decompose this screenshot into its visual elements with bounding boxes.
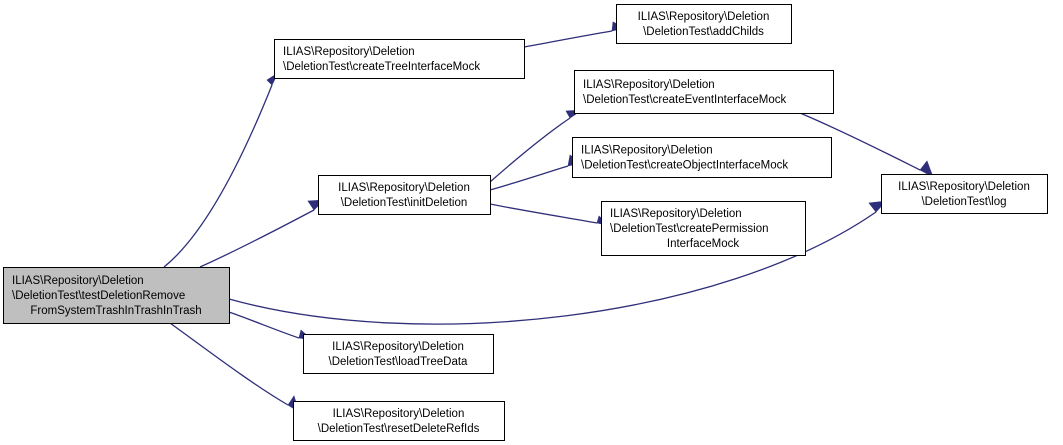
node-label-line: \DeletionTest\createEventInterfaceMock <box>583 94 787 106</box>
edge-initDeletion-to-createObjectInterfaceMock <box>489 154 582 191</box>
node-box[interactable] <box>293 401 505 441</box>
node-label-line: ILIAS\Repository\Deletion <box>898 181 1030 193</box>
node-box[interactable] <box>318 175 491 215</box>
edge-line <box>228 311 300 339</box>
node-label-line: \DeletionTest\initDeletion <box>341 197 468 209</box>
node-box[interactable] <box>303 334 494 374</box>
graph-node-root[interactable]: ILIAS\Repository\Deletion \DeletionTest\t… <box>3 267 230 324</box>
node-label-line: ILIAS\Repository\Deletion <box>583 79 715 91</box>
edge-root-to-initDeletion <box>199 199 325 268</box>
node-box[interactable] <box>616 4 792 44</box>
node-label-line: \DeletionTest\addChilds <box>643 26 764 38</box>
node-box[interactable] <box>274 39 525 79</box>
edge-initDeletion-to-createPermissionInterfaceMock <box>489 203 612 227</box>
graph-node-loadTreeData[interactable]: ILIAS\Repository\Deletion \DeletionTest\l… <box>303 334 494 374</box>
node-label-line: ILIAS\Repository\Deletion <box>610 208 742 220</box>
graph-node-createEventInterfaceMock[interactable]: ILIAS\Repository\Deletion \DeletionTest\c… <box>574 70 834 114</box>
graph-node-resetDeleteRefIds[interactable]: ILIAS\Repository\Deletion \DeletionTest\r… <box>293 401 505 441</box>
node-label-line: \DeletionTest\log <box>921 196 1006 208</box>
node-label-line: \DeletionTest\createTreeInterfaceMock <box>283 61 480 73</box>
edge-line <box>163 84 273 268</box>
node-label-line: \DeletionTest\testDeletionRemove <box>12 290 185 302</box>
node-label-line: ILIAS\Repository\Deletion <box>12 275 144 287</box>
node-label-line: ILIAS\Repository\Deletion <box>283 46 415 58</box>
node-box[interactable] <box>881 174 1048 214</box>
node-label-line: ILIAS\Repository\Deletion <box>581 145 713 157</box>
graph-node-addChilds[interactable]: ILIAS\Repository\Deletion \DeletionTest\a… <box>616 4 792 44</box>
node-label-line: \DeletionTest\createPermission <box>610 223 769 235</box>
nodes-layer: ILIAS\Repository\Deletion \DeletionTest\t… <box>3 4 1048 441</box>
node-box[interactable] <box>574 70 834 114</box>
node-label-line: \DeletionTest\loadTreeData <box>329 356 469 368</box>
node-label-line: ILIAS\Repository\Deletion <box>638 11 770 23</box>
edge-root-to-resetDeleteRefIds <box>169 322 300 413</box>
edge-createTreeInterfaceMock-to-addChilds <box>523 21 626 48</box>
node-label-line: \DeletionTest\createObjectInterfaceMock <box>581 160 788 172</box>
edge-line <box>523 30 613 48</box>
edge-root-to-loadTreeData <box>228 311 313 341</box>
node-label-line: ILIAS\Repository\Deletion <box>332 341 464 353</box>
edge-line <box>489 117 571 183</box>
edge-line <box>489 203 598 224</box>
graph-node-log[interactable]: ILIAS\Repository\Deletion \DeletionTest\l… <box>881 174 1048 214</box>
node-label-line: InterfaceMock <box>667 238 739 250</box>
graph-node-createObjectInterfaceMock[interactable]: ILIAS\Repository\Deletion \DeletionTest\c… <box>572 137 832 178</box>
graph-node-initDeletion[interactable]: ILIAS\Repository\Deletion \DeletionTest\i… <box>318 175 491 215</box>
edge-line <box>169 322 289 406</box>
arrowhead-icon <box>919 160 934 178</box>
node-label-line: \DeletionTest\resetDeleteRefIds <box>318 423 480 435</box>
edge-createEventInterfaceMock-to-log <box>799 112 934 178</box>
node-label-line: ILIAS\Repository\Deletion <box>333 408 465 420</box>
node-label-line: ILIAS\Repository\Deletion <box>338 182 470 194</box>
node-box[interactable] <box>3 267 230 324</box>
edge-line <box>489 165 569 191</box>
graph-node-createPermissionInterfaceMock[interactable]: ILIAS\Repository\Deletion \DeletionTest\c… <box>601 201 806 256</box>
edge-line <box>799 112 921 171</box>
node-label-line: FromSystemTrashInTrashInTrash <box>30 305 201 317</box>
graph-node-createTreeInterfaceMock[interactable]: ILIAS\Repository\Deletion \DeletionTest\c… <box>274 39 525 79</box>
edge-line <box>199 209 315 268</box>
node-box[interactable] <box>601 201 806 256</box>
edge-initDeletion-to-createEventInterfaceMock <box>489 109 584 183</box>
node-box[interactable] <box>572 137 832 178</box>
